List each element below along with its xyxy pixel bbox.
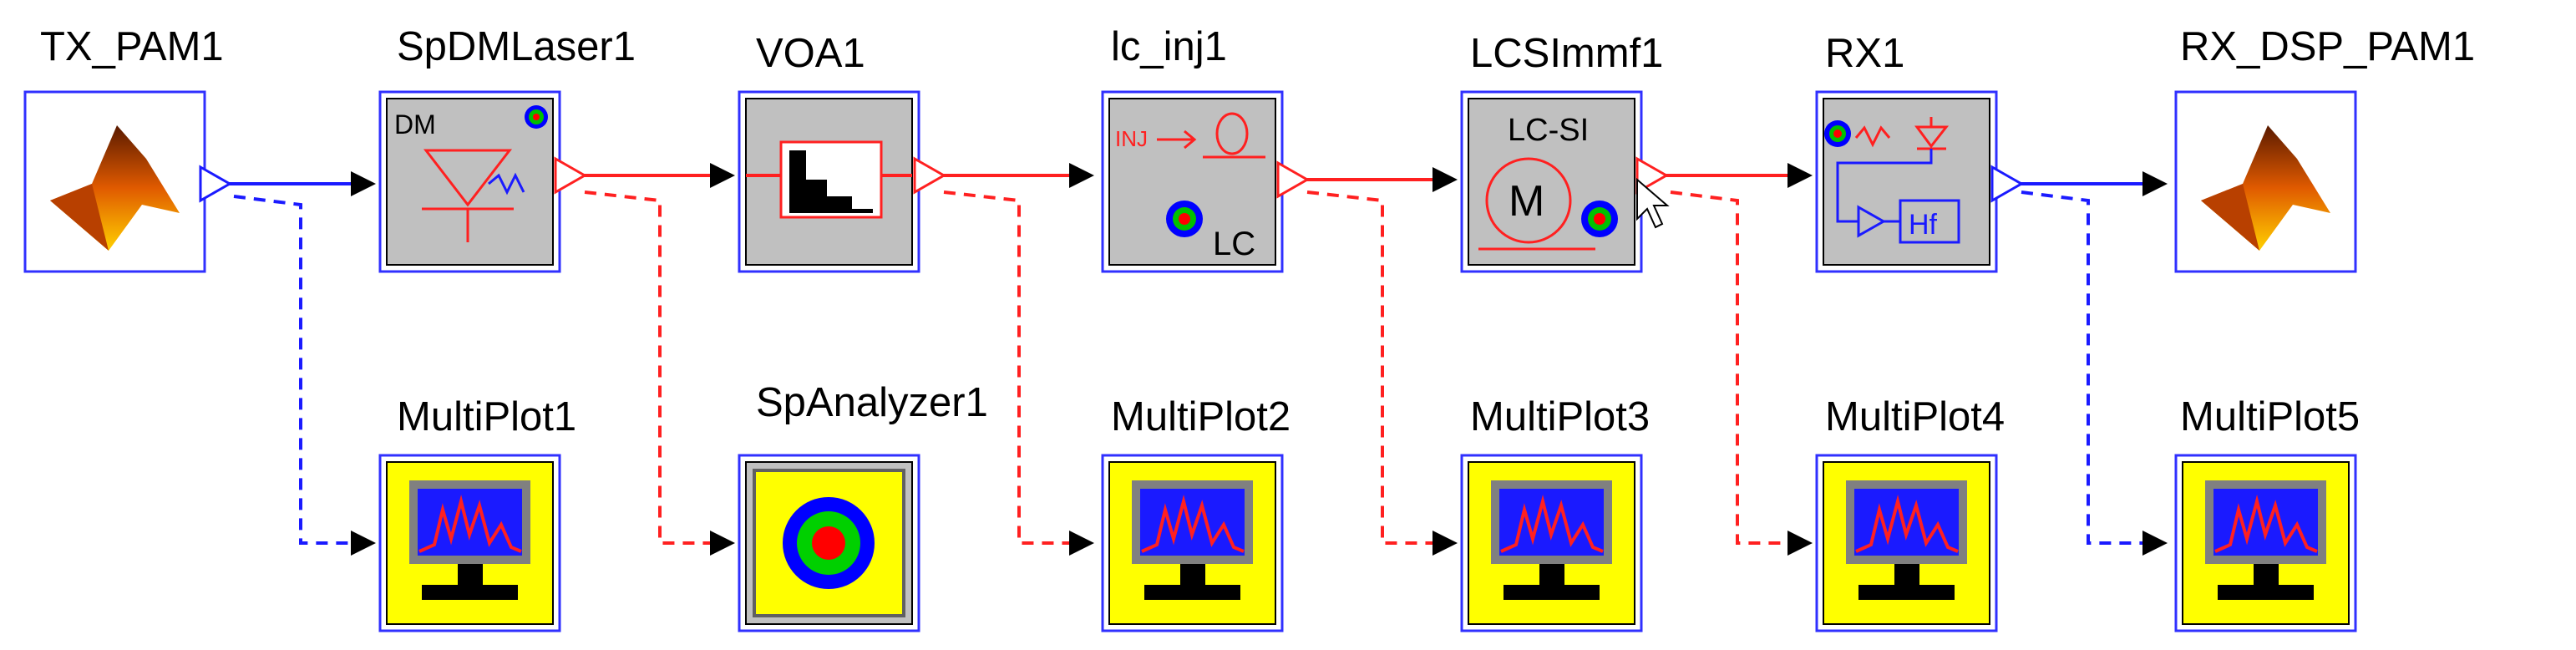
label-multiplot1: MultiPlot1 <box>397 394 577 439</box>
laser-inner-label: DM <box>394 109 436 140</box>
label-tx-pam1: TX_PAM1 <box>40 24 224 69</box>
block-rx1[interactable]: Hf <box>1815 90 2025 273</box>
multiplot-icon <box>2205 480 2326 600</box>
multiplot-icon <box>1491 480 1612 600</box>
link-arrowhead <box>1433 167 1458 192</box>
label-multiplot4: MultiPlot4 <box>1825 394 2006 439</box>
block-voa1[interactable] <box>738 90 947 273</box>
status-led-icon <box>1824 120 1851 147</box>
link-arrowhead <box>1787 163 1813 188</box>
block-rx-dsp-pam1[interactable] <box>2174 90 2357 273</box>
tap-tx-to-multiplot1[interactable] <box>233 195 368 545</box>
block-tx-pam1[interactable] <box>23 90 233 273</box>
label-spanalyzer1: SpAnalyzer1 <box>756 380 988 425</box>
label-multiplot2: MultiPlot2 <box>1111 394 1291 439</box>
block-multiplot5[interactable] <box>2174 454 2357 632</box>
dm-laser-icon <box>422 149 525 242</box>
spectrum-analyzer-icon <box>783 497 875 589</box>
multiplot-icon <box>409 480 530 600</box>
tap-inj-to-multiplot3[interactable] <box>1306 190 1449 545</box>
link-arrowhead <box>2142 171 2168 196</box>
block-multiplot3[interactable] <box>1460 454 1643 632</box>
mouse-cursor-icon <box>1636 177 1670 229</box>
multimode-fiber-icon: M <box>1478 157 1595 251</box>
rx-filter-label: Hf <box>1909 209 1938 241</box>
label-voa1: VOA1 <box>756 31 865 76</box>
tap-fiber-to-multiplot4[interactable] <box>1670 190 1804 545</box>
block-multiplot4[interactable] <box>1815 454 1998 632</box>
output-port-icon[interactable] <box>199 165 233 203</box>
monitor-arrowheads <box>351 531 2168 556</box>
inj-sub-label: LC <box>1213 226 1255 262</box>
label-multiplot3: MultiPlot3 <box>1470 394 1651 439</box>
output-port-icon[interactable] <box>1276 160 1311 199</box>
output-port-icon[interactable] <box>1635 156 1670 195</box>
monitor-links <box>233 190 2159 545</box>
output-port-icon[interactable] <box>913 156 947 195</box>
link-arrowhead <box>351 171 376 196</box>
output-port-icon[interactable] <box>1990 165 2025 203</box>
label-rx1: RX1 <box>1825 31 1905 76</box>
multiplot-icon <box>1846 480 1967 600</box>
label-spdmlaser1: SpDMLaser1 <box>397 24 636 69</box>
label-lc-inj1: lc_inj1 <box>1111 24 1227 69</box>
fiber-inner-label: LC-SI <box>1508 113 1589 148</box>
multiplot-icon <box>1132 480 1253 600</box>
matlab-icon <box>2201 125 2330 251</box>
output-port-icon[interactable] <box>554 156 588 195</box>
block-lcsimmf1[interactable]: LC-SI M <box>1460 90 1670 273</box>
injector-icon <box>1157 112 1265 159</box>
receiver-icon <box>1836 117 1960 244</box>
status-led-icon <box>1166 201 1203 237</box>
matlab-icon <box>50 125 180 251</box>
attenuator-icon <box>746 140 912 219</box>
link-arrowhead <box>710 163 735 188</box>
status-led-icon <box>1581 201 1618 237</box>
link-arrowhead <box>1069 163 1094 188</box>
block-spanalyzer1[interactable] <box>738 454 920 632</box>
tap-rx-to-multiplot5[interactable] <box>2021 190 2159 545</box>
label-multiplot5: MultiPlot5 <box>2180 394 2360 439</box>
signal-links <box>217 163 2168 196</box>
label-lcsimmf1: LCSImmf1 <box>1470 31 1664 76</box>
status-led-icon <box>525 105 548 129</box>
svg-text:M: M <box>1509 177 1544 226</box>
block-spdmlaser1[interactable]: DM <box>378 90 588 273</box>
block-multiplot2[interactable] <box>1101 454 1284 632</box>
tap-voa-to-multiplot2[interactable] <box>943 190 1086 545</box>
inj-inner-label: INJ <box>1115 126 1148 151</box>
block-multiplot1[interactable] <box>378 454 561 632</box>
tap-laser-to-spanalyzer1[interactable] <box>584 190 727 545</box>
block-lc-inj1[interactable]: INJ LC <box>1101 90 1311 273</box>
label-rx-dsp-pam1: RX_DSP_PAM1 <box>2180 24 2476 69</box>
